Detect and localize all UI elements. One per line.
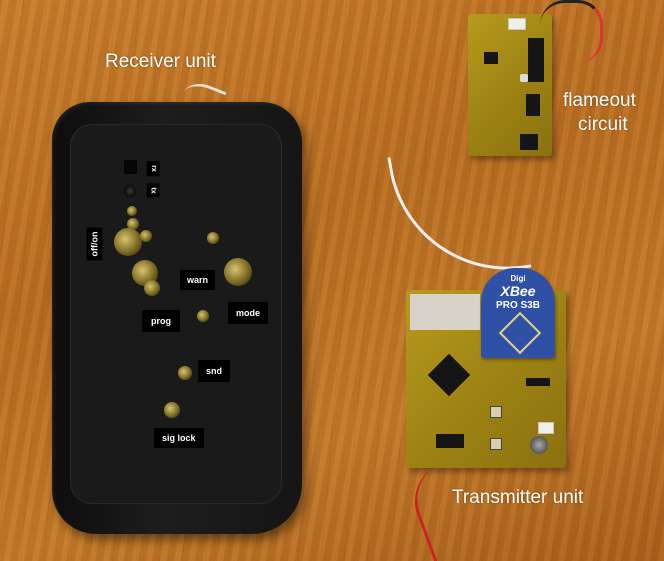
flameout-button — [520, 74, 528, 82]
xbee-name: XBee — [500, 283, 536, 299]
flameout-caption-line1: flameout — [563, 90, 636, 111]
label-rx: rx — [146, 161, 160, 176]
flameout-wires — [540, 0, 603, 63]
power-switch — [114, 228, 142, 256]
sig-lock-led — [164, 402, 180, 418]
receiver-enclosure: rx tx off/on warn prog mode snd sig lock — [52, 102, 302, 534]
flameout-transistor — [526, 94, 540, 116]
button-1 — [490, 406, 502, 418]
label-sig-lock: sig lock — [154, 428, 204, 448]
receiver-led-2 — [127, 218, 139, 230]
transmitter-connector — [538, 422, 554, 434]
display-module — [410, 294, 480, 330]
label-snd: snd — [198, 360, 231, 382]
capacitor — [530, 436, 548, 454]
flameout-ic — [484, 52, 498, 64]
flameout-caption-line2: circuit — [578, 114, 628, 135]
pin-header — [526, 378, 550, 386]
receiver-unit-caption: Receiver unit — [105, 51, 216, 72]
flameout-regulator — [520, 134, 538, 150]
label-off-on: off/on — [86, 227, 103, 261]
receiver-led-4 — [207, 232, 219, 244]
receiver-hole-2 — [124, 185, 136, 197]
label-tx: tx — [146, 183, 160, 198]
flameout-header — [528, 38, 544, 82]
flameout-circuit-board — [468, 14, 552, 156]
receiver-led-6 — [178, 366, 192, 380]
receiver-led-3 — [140, 230, 152, 242]
xbee-module: Digi XBee PRO S3B — [481, 268, 555, 358]
mode-button — [224, 258, 252, 286]
receiver-led-5 — [197, 310, 209, 322]
label-prog: prog — [142, 310, 180, 332]
button-2 — [490, 438, 502, 450]
flameout-connector — [508, 18, 526, 30]
prog-button-cap — [144, 280, 160, 296]
transmitter-antenna-wire — [387, 136, 532, 289]
label-warn: warn — [180, 270, 216, 290]
label-mode: mode — [228, 302, 269, 324]
receiver-led-1 — [127, 206, 137, 216]
transmitter-unit-caption: Transmitter unit — [452, 487, 584, 508]
microcontroller-chip — [427, 353, 471, 397]
receiver-square-hole-1 — [124, 160, 137, 174]
power-switch-tx — [436, 434, 464, 448]
xbee-antenna-pattern — [498, 311, 542, 355]
xbee-brand: Digi — [510, 274, 526, 283]
xbee-model: PRO S3B — [496, 300, 540, 311]
